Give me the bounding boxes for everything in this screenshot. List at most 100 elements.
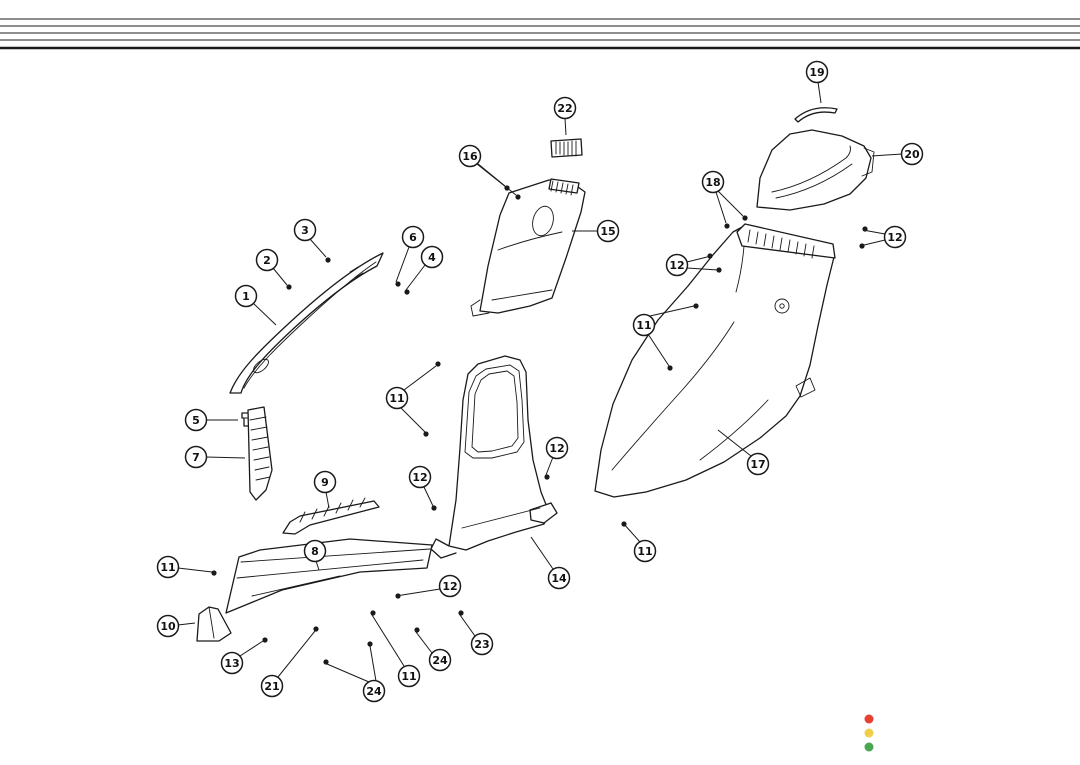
callout-leader-line [423, 486, 434, 507]
rear-upper-quarter-trim [756, 129, 875, 211]
callout-circle [458, 144, 482, 168]
callout-leader-line [871, 153, 903, 157]
callout-12: 12 [545, 436, 569, 476]
callout-leader-line [649, 305, 695, 317]
fastener-screw [325, 257, 331, 263]
callout-circle [545, 436, 569, 460]
callout-circle [303, 539, 327, 563]
fastener-screw [667, 365, 673, 371]
callout-circle [883, 225, 907, 249]
fastener-screw [716, 267, 722, 273]
callout-circle [420, 245, 444, 269]
callout-circle [547, 566, 571, 590]
callout-circle [701, 170, 725, 194]
callout-number: 12 [549, 442, 564, 455]
fastener-screw [544, 474, 550, 480]
callout-number: 13 [224, 657, 239, 670]
parts-layer [196, 107, 875, 642]
callout-number: 18 [705, 176, 720, 189]
callout-leader-line [862, 229, 886, 235]
callout-number: 7 [192, 451, 200, 464]
callout-8: 8 [303, 539, 327, 571]
callout-leader-line [315, 560, 320, 571]
callout-leader-line [395, 588, 441, 597]
b-pillar-lower-trim [430, 355, 558, 559]
callout-circle [234, 284, 258, 308]
callout-number: 11 [389, 392, 404, 405]
callout-20: 20 [871, 142, 924, 166]
callout-number: 11 [637, 545, 652, 558]
fastener-screw [435, 361, 441, 367]
a-pillar-lower-molding [247, 406, 273, 501]
callout-number: 14 [551, 572, 567, 585]
callout-leader-line [717, 429, 752, 457]
callout-11: 11 [632, 305, 695, 367]
callout-circle [220, 651, 244, 675]
callout-15: 15 [572, 219, 620, 243]
callout-number: 4 [428, 251, 436, 264]
header-rules [0, 18, 1080, 50]
callout-11: 11 [622, 522, 657, 563]
callout-number: 5 [192, 414, 200, 427]
callout-9: 9 [313, 470, 337, 509]
quarter-trim-panel [594, 223, 836, 498]
indicator-dot-3 [864, 742, 874, 752]
callout-circle [470, 632, 494, 656]
callout-number: 21 [264, 680, 279, 693]
callout-circle [156, 555, 180, 579]
fastener-screw [404, 289, 410, 295]
callout-circle [260, 674, 284, 698]
callout-leader-line [395, 246, 410, 283]
callout-number: 9 [321, 476, 329, 489]
callout-leader-line [177, 622, 196, 626]
callout-circle [408, 465, 432, 489]
fastener-screw [742, 215, 748, 221]
callout-14: 14 [530, 536, 571, 590]
callout-circle [900, 142, 924, 166]
fastener-screw [211, 570, 217, 576]
callout-number: 11 [401, 670, 416, 683]
callout-leader-line [403, 365, 437, 391]
callout-5: 5 [184, 408, 238, 432]
callout-circle [362, 679, 386, 703]
b-pillar-upper-trim [470, 178, 586, 317]
callout-leader-line [239, 640, 264, 657]
callout-number: 17 [750, 458, 765, 471]
callout-number: 15 [600, 225, 615, 238]
callout-leader-line [205, 456, 246, 459]
callout-number: 16 [462, 150, 478, 163]
callout-circle [255, 248, 279, 272]
callout-number: 2 [263, 254, 271, 267]
callout-11: 11 [156, 555, 213, 579]
callout-circle [633, 539, 657, 563]
callout-circle [397, 664, 421, 688]
fastener-screw [313, 626, 319, 632]
callout-circle [596, 219, 620, 243]
callout-2: 2 [255, 248, 288, 286]
callout-number: 11 [160, 561, 175, 574]
a-pillar-trim [229, 252, 384, 394]
indicator-dots [864, 714, 874, 752]
front-scuff-plate [225, 538, 433, 614]
callout-leader-line [272, 267, 288, 286]
callout-leader-line [545, 456, 554, 476]
callout-number: 12 [669, 259, 684, 272]
callout-number: 10 [160, 620, 176, 633]
callout-number: 6 [409, 231, 417, 244]
callout-number: 20 [904, 148, 920, 161]
callout-circle [184, 445, 208, 469]
callout-circle [313, 470, 337, 494]
callout-leader-line [369, 645, 377, 682]
callout-circle [428, 648, 452, 672]
callout-number: 8 [311, 545, 319, 558]
callout-24: 24 [326, 645, 386, 703]
callout-circle [401, 225, 425, 249]
callout-number: 12 [412, 471, 427, 484]
callout-number: 12 [442, 580, 457, 593]
b-pillar-retainer [550, 138, 583, 158]
callout-leader-line [817, 81, 822, 104]
callout-leader-line [476, 163, 517, 196]
fastener-screw [431, 505, 437, 511]
callout-circle [553, 96, 577, 120]
callout-7: 7 [184, 445, 246, 469]
